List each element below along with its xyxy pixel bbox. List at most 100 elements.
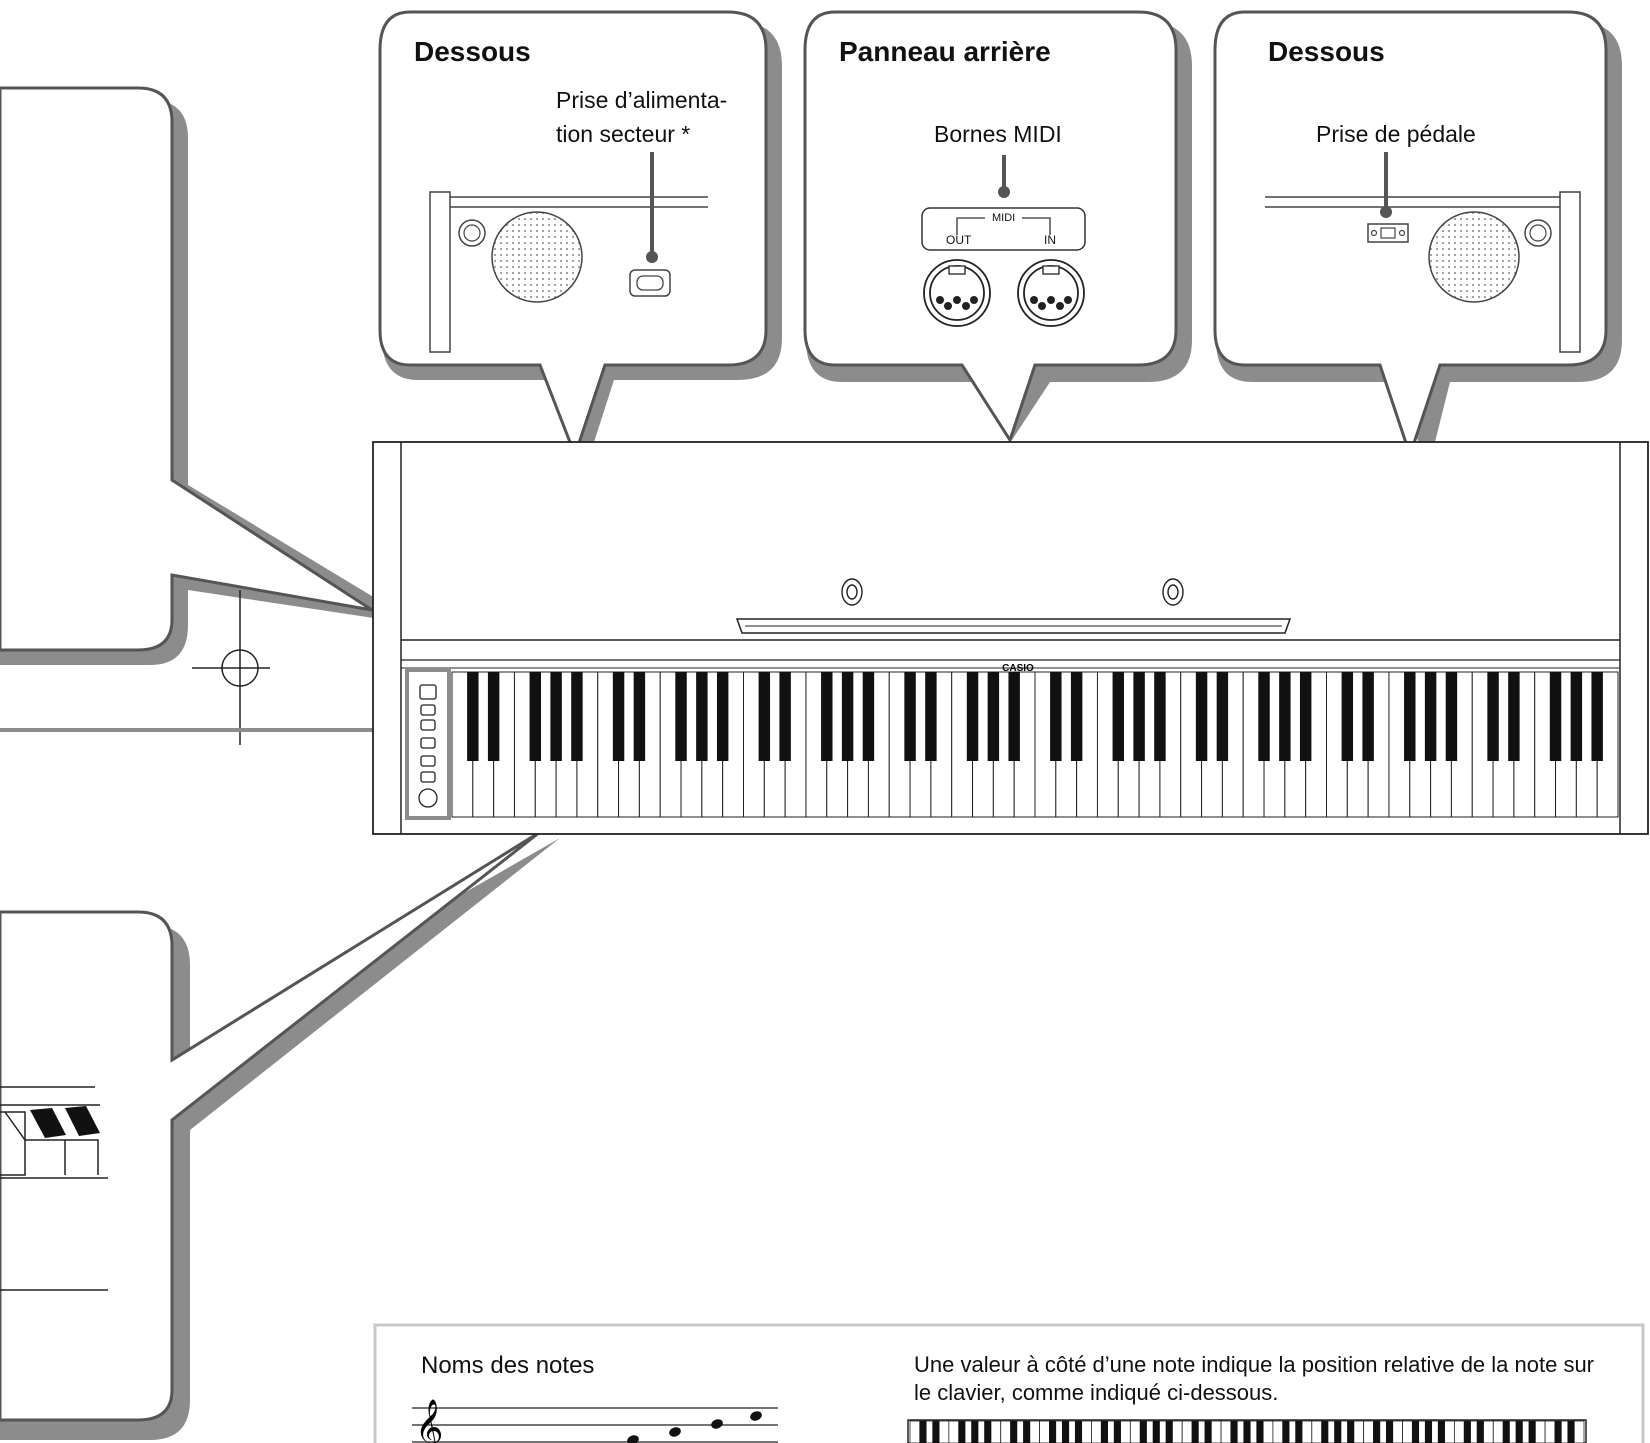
black-key	[984, 1421, 992, 1443]
black-key	[758, 672, 771, 761]
black-key	[1404, 672, 1416, 761]
black-key	[1362, 672, 1374, 761]
black-key	[1321, 1421, 1329, 1443]
keyboard	[451, 671, 1619, 818]
digital-piano: CASIO	[372, 441, 1649, 835]
callout-midi	[803, 10, 1192, 444]
black-key	[1243, 1421, 1251, 1443]
treble-clef-icon: 𝄞	[415, 1399, 443, 1443]
brand-logo: CASIO	[1002, 663, 1034, 674]
black-key	[1554, 1421, 1562, 1443]
midi-panel-label: MIDI	[990, 212, 1018, 224]
black-key	[1139, 1421, 1147, 1443]
black-key	[958, 1421, 966, 1443]
power-jack-label-line1: Prise d’alimenta-	[556, 87, 728, 113]
black-key	[1204, 1421, 1212, 1443]
black-key	[1515, 1421, 1523, 1443]
black-key	[487, 672, 500, 761]
callout-rear-title: Panneau arrière	[839, 36, 1051, 67]
black-key	[550, 672, 562, 761]
black-key	[571, 672, 583, 761]
black-key	[1373, 1421, 1381, 1443]
black-key	[932, 1421, 940, 1443]
black-key	[841, 672, 854, 761]
black-key	[1112, 672, 1125, 761]
black-key	[1230, 1421, 1238, 1443]
black-key	[1386, 1421, 1394, 1443]
black-key	[821, 672, 833, 761]
black-key	[1049, 1421, 1057, 1443]
black-key	[1195, 672, 1208, 761]
black-key	[1437, 1421, 1445, 1443]
note-names-heading: Noms des notes	[421, 1352, 595, 1379]
black-key	[987, 672, 1000, 761]
left-lower-callout	[0, 830, 560, 1440]
black-key	[1100, 1421, 1108, 1443]
black-key	[633, 672, 646, 761]
black-key	[1133, 672, 1145, 761]
black-key	[862, 672, 875, 761]
black-key	[779, 672, 791, 761]
left-upper-callout	[0, 86, 420, 665]
black-key	[1216, 672, 1229, 761]
black-key	[1476, 1421, 1484, 1443]
black-key	[925, 672, 937, 761]
black-key	[1165, 1421, 1173, 1443]
black-key	[1591, 672, 1603, 761]
callout-pedal-jack	[1213, 10, 1622, 553]
black-key	[1508, 672, 1520, 761]
black-key	[675, 672, 687, 761]
black-key	[1023, 1421, 1031, 1443]
mini-keyboard	[909, 1420, 1585, 1443]
black-key	[1411, 1421, 1420, 1443]
note-position-text-line2: le clavier, comme indiqué ci-dessous.	[914, 1380, 1279, 1405]
black-key	[1070, 672, 1083, 761]
callout-pedal-title: Dessous	[1268, 36, 1385, 67]
black-key	[1341, 672, 1354, 761]
black-key	[1279, 672, 1291, 761]
black-key	[1424, 1421, 1433, 1443]
black-key	[529, 672, 542, 761]
black-key	[1445, 672, 1458, 761]
black-key	[1549, 672, 1562, 761]
black-key	[1463, 1421, 1471, 1443]
black-key	[1152, 1421, 1160, 1443]
black-key	[467, 672, 479, 761]
black-key	[971, 1421, 979, 1443]
black-key	[1567, 1421, 1575, 1443]
pedal-jack-label: Prise de pédale	[1316, 121, 1476, 147]
black-key	[919, 1421, 927, 1443]
black-key	[1347, 1421, 1355, 1443]
callout-power-title: Dessous	[414, 36, 531, 67]
black-key	[1299, 672, 1312, 761]
black-key	[1570, 672, 1583, 761]
black-key	[1008, 672, 1020, 761]
black-key	[1061, 1421, 1070, 1443]
black-key	[1528, 1421, 1536, 1443]
black-key	[1191, 1421, 1199, 1443]
midi-in-label: IN	[1044, 233, 1056, 247]
black-key	[1074, 1421, 1083, 1443]
black-key	[1487, 672, 1499, 761]
black-key	[904, 672, 916, 761]
black-key	[1502, 1421, 1510, 1443]
black-key	[1258, 672, 1270, 761]
power-jack-label-line2: tion secteur *	[556, 121, 691, 147]
black-key	[1010, 1421, 1018, 1443]
note-names-box: 𝄞	[373, 1323, 1645, 1443]
black-key	[696, 672, 708, 761]
black-key	[1424, 672, 1437, 761]
black-key	[1050, 672, 1062, 761]
black-key	[1113, 1421, 1121, 1443]
midi-terminals-label: Bornes MIDI	[934, 121, 1062, 147]
note-position-text-line1: Une valeur à côté d’une note indique la …	[914, 1352, 1595, 1377]
midi-out-label: OUT	[946, 233, 972, 247]
registration-crosshair	[192, 590, 270, 745]
black-key	[1334, 1421, 1342, 1443]
black-key	[966, 672, 979, 761]
black-key	[1256, 1421, 1264, 1443]
black-key	[1154, 672, 1166, 761]
black-key	[612, 672, 625, 761]
black-key	[1295, 1421, 1303, 1443]
